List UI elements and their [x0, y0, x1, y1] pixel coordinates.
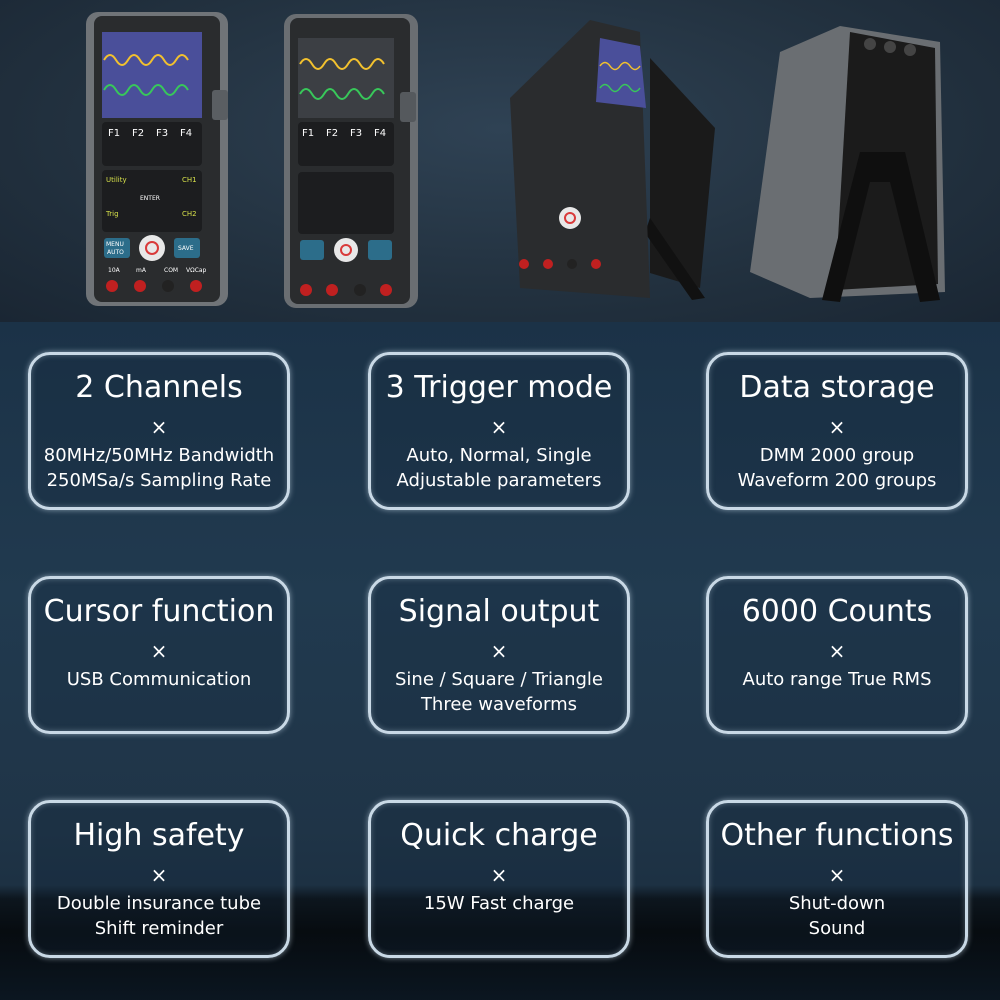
- device1-utility-label: Utility: [106, 176, 127, 184]
- device2-f4-key: F4: [374, 128, 386, 139]
- device-front-2: F1 F2 F3 F4: [284, 14, 418, 308]
- device2-f1-key: F1: [302, 128, 314, 139]
- feature-line: Double insurance tube: [56, 893, 262, 914]
- bottom-shadow: [0, 885, 1000, 1000]
- device2-f3-key: F3: [350, 128, 362, 139]
- times-icon: ×: [490, 863, 508, 887]
- times-icon: ×: [150, 639, 168, 663]
- feature-line: Shut-down: [788, 893, 886, 914]
- feature-line: Three waveforms: [420, 694, 578, 715]
- times-icon: ×: [490, 639, 508, 663]
- device1-f4-key: F4: [180, 128, 192, 139]
- times-icon: ×: [490, 415, 508, 439]
- feature-line: 250MSa/s Sampling Rate: [46, 470, 272, 491]
- times-icon: ×: [828, 639, 846, 663]
- feature-line: Auto range True RMS: [742, 669, 932, 690]
- device1-enter-label: ENTER: [140, 195, 160, 202]
- feature-card-safety: High safety × Double insurance tube Shif…: [28, 800, 290, 958]
- device2-f2-key: F2: [326, 128, 338, 139]
- times-icon: ×: [828, 863, 846, 887]
- device1-ma-label: mA: [136, 267, 147, 274]
- feature-line: Waveform 200 groups: [737, 470, 937, 491]
- feature-title: 2 Channels: [75, 370, 243, 405]
- feature-card-storage: Data storage × DMM 2000 group Waveform 2…: [706, 352, 968, 510]
- feature-line: 15W Fast charge: [423, 893, 575, 914]
- feature-card-signal: Signal output × Sine / Square / Triangle…: [368, 576, 630, 734]
- feature-line: Auto, Normal, Single: [406, 445, 592, 466]
- feature-title: Other functions: [720, 818, 954, 853]
- times-icon: ×: [150, 415, 168, 439]
- feature-title: Cursor function: [43, 594, 275, 629]
- feature-line: DMM 2000 group: [759, 445, 915, 466]
- feature-line: Shift reminder: [94, 918, 224, 939]
- feature-card-counts: 6000 Counts × Auto range True RMS: [706, 576, 968, 734]
- feature-title: High safety: [73, 818, 245, 853]
- feature-card-trigger: 3 Trigger mode × Auto, Normal, Single Ad…: [368, 352, 630, 510]
- device1-10a-label: 10A: [108, 267, 121, 274]
- feature-line: USB Communication: [66, 669, 252, 690]
- device1-f2-key: F2: [132, 128, 144, 139]
- device1-vdcap-label: VΩCap: [186, 267, 207, 274]
- feature-line: Sine / Square / Triangle: [395, 669, 603, 690]
- times-icon: ×: [150, 863, 168, 887]
- device1-f1-key: F1: [108, 128, 120, 139]
- feature-card-cursor: Cursor function × USB Communication: [28, 576, 290, 734]
- device-back-view: [750, 26, 945, 302]
- device1-trig-label: Trig: [105, 210, 119, 218]
- device1-ch1-label: CH1: [182, 176, 197, 184]
- feature-card-other: Other functions × Shut-down Sound: [706, 800, 968, 958]
- feature-card-channels: 2 Channels × 80MHz/50MHz Bandwidth 250MS…: [28, 352, 290, 510]
- device1-com-label: COM: [164, 267, 178, 274]
- feature-card-charge: Quick charge × 15W Fast charge: [368, 800, 630, 958]
- feature-title: Data storage: [739, 370, 935, 405]
- device1-menu-label: MENU: [106, 241, 124, 248]
- device-angled-stand: [510, 20, 715, 300]
- device1-ch2-label: CH2: [182, 210, 197, 218]
- feature-line: Adjustable parameters: [396, 470, 602, 491]
- feature-title: Quick charge: [400, 818, 598, 853]
- product-photo-area: F1 F2 F3 F4 Utility CH1 Trig CH2 ENTER M…: [0, 0, 1000, 322]
- device-front-1: F1 F2 F3 F4 Utility CH1 Trig CH2 ENTER M…: [86, 12, 228, 306]
- times-icon: ×: [828, 415, 846, 439]
- device1-auto-label: AUTO: [107, 249, 124, 256]
- feature-line: 80MHz/50MHz Bandwidth: [43, 445, 275, 466]
- device1-f3-key: F3: [156, 128, 168, 139]
- feature-title: Signal output: [398, 594, 600, 629]
- feature-line: Sound: [808, 918, 866, 939]
- feature-title: 6000 Counts: [741, 594, 933, 629]
- feature-title: 3 Trigger mode: [385, 370, 613, 405]
- device1-save-label: SAVE: [178, 245, 194, 252]
